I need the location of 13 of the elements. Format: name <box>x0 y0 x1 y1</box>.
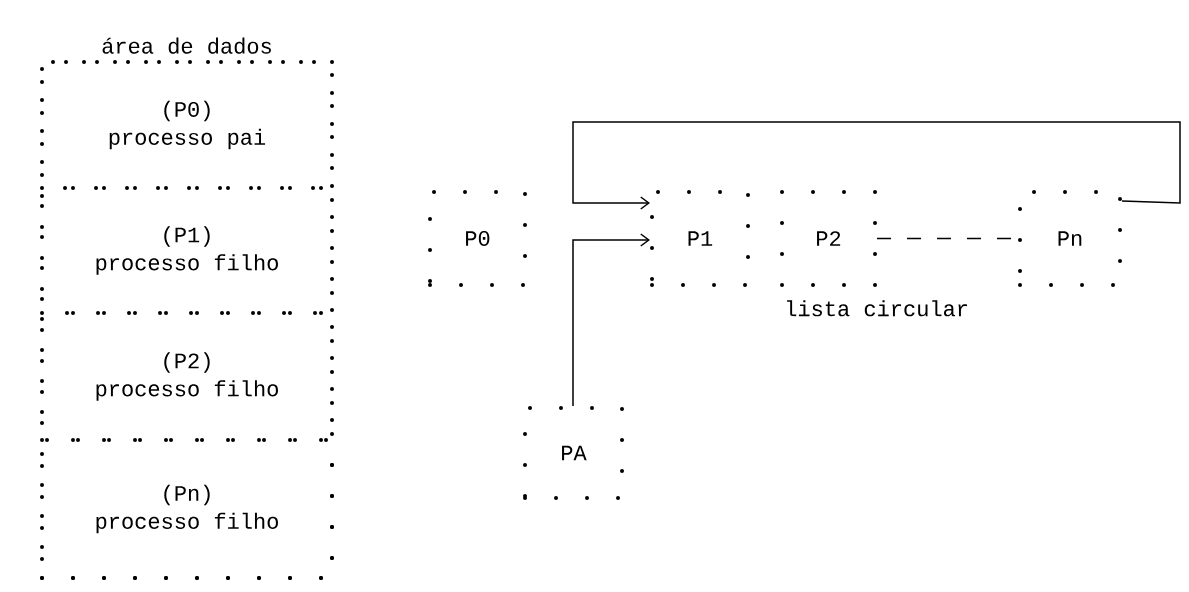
process-cell: (Pn) processo filho <box>40 438 334 580</box>
process-cell: (P1) processo filho <box>40 186 334 315</box>
process-box: P1 <box>650 190 750 287</box>
node-label: área de dados <box>102 37 271 54</box>
arrow <box>572 121 1181 210</box>
process-box: Pn <box>1018 190 1122 287</box>
process-box: PA <box>523 406 624 500</box>
process-box: P0 <box>428 190 527 287</box>
process-box: P2 <box>780 190 877 287</box>
process-cell: (P2) processo filho <box>40 311 334 442</box>
caption-text: lista circular <box>787 300 968 317</box>
process-cell: (P0) processo pai <box>40 60 334 190</box>
arrow <box>572 233 650 407</box>
